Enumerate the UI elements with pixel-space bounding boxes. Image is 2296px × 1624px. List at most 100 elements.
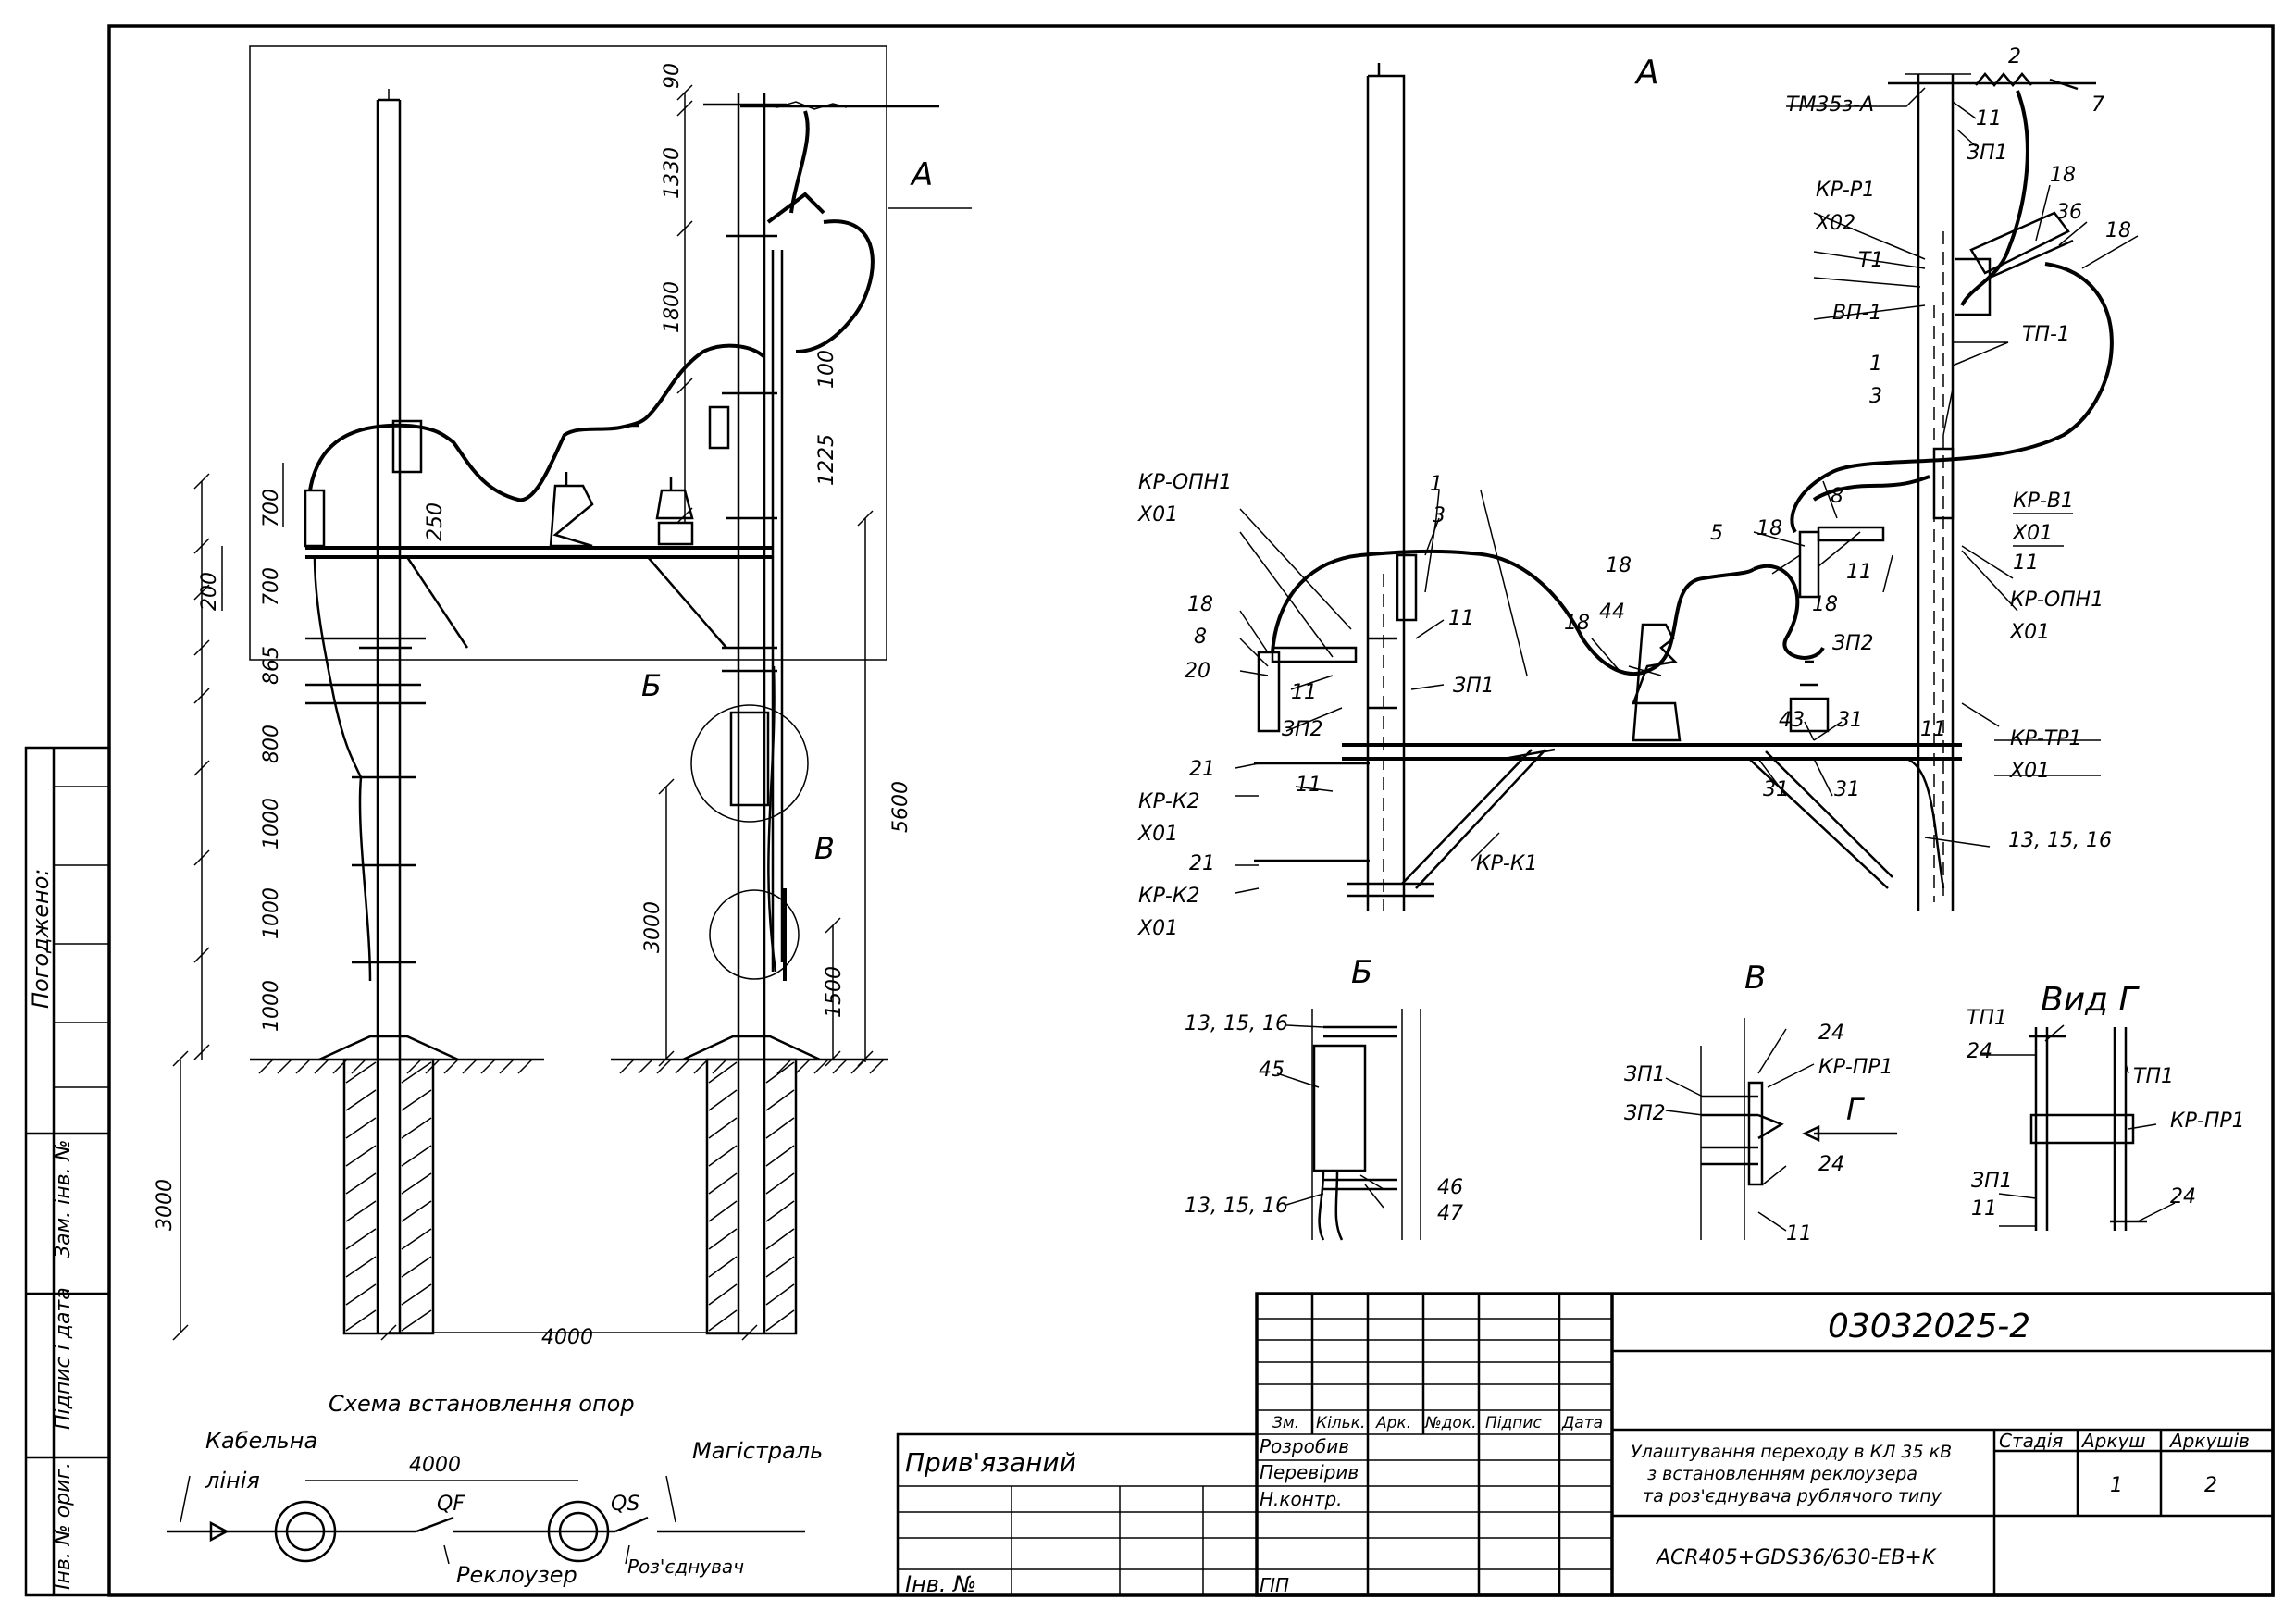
- dim-label: 3000: [154, 1179, 177, 1231]
- col-kilk: Кільк.: [1316, 1414, 1365, 1432]
- callout-11: 11: [1448, 607, 1474, 630]
- pereviryv: Перевірив: [1260, 1461, 1359, 1483]
- pidpys-data-label: Підпис і дата: [52, 1287, 75, 1430]
- callout-zp2: ЗП2: [1832, 632, 1874, 655]
- callout-x01: Х01: [2012, 522, 2053, 545]
- left-strip-labels: Погоджено: Зам. інв. № Підпис і дата Інв…: [28, 869, 75, 1590]
- callout-43: 43: [1779, 709, 1805, 732]
- vid-g-11: 11: [1971, 1197, 1997, 1221]
- dim-label: 4000: [541, 1326, 593, 1349]
- callout-2: 2: [2008, 45, 2021, 68]
- description-line-3: та роз'єднувача рублячого типу: [1643, 1486, 1942, 1506]
- title-block: 03032025-2 Зм. Кільк. Арк. №док. Підпис …: [896, 1292, 2275, 1597]
- equipment-code: ACR405+GDS36/630-EB+K: [1655, 1546, 1937, 1569]
- schema-mainline: Магістраль: [692, 1438, 823, 1464]
- callout-zp1: ЗП1: [1453, 675, 1495, 698]
- pogodzheno-label: Погоджено:: [28, 869, 54, 1009]
- vid-g-tp1a: ТП1: [1967, 1007, 2007, 1030]
- callout-11: 11: [2013, 552, 2039, 575]
- dim-label: 3000: [641, 901, 664, 953]
- dim-label: 1500: [823, 966, 846, 1018]
- detail-v-arrow-label: Г: [1846, 1092, 1865, 1127]
- callout-1: 1: [1869, 353, 1882, 376]
- detail-v-zp1: ЗП1: [1624, 1063, 1666, 1086]
- dim-label: 100: [815, 350, 838, 389]
- callout-3: 3: [1869, 385, 1882, 408]
- callout-21: 21: [1189, 852, 1215, 875]
- vid-g-title: Вид Г: [2041, 981, 2140, 1019]
- callout-11: 11: [1296, 774, 1322, 797]
- vid-g-zp1: ЗП1: [1971, 1170, 2013, 1193]
- schema-recloser: Реклоузер: [456, 1562, 577, 1588]
- callout-44: 44: [1599, 601, 1625, 624]
- detail-b-45: 45: [1259, 1059, 1285, 1082]
- detail-b-top-callout: 13, 15, 16: [1185, 1012, 1288, 1035]
- schema-distance: 4000: [409, 1454, 461, 1477]
- callout-kr-opn1: КР-ОПН1: [1138, 471, 1232, 494]
- dim-label: 5600: [889, 781, 912, 833]
- inv-no: Інв. №: [905, 1571, 976, 1597]
- callout-5: 5: [1710, 522, 1723, 545]
- detail-v-kr-pr1: КР-ПР1: [1818, 1056, 1893, 1079]
- callout-vp1: ВП-1: [1832, 302, 1882, 325]
- detail-b: Б 13, 15, 16 45 46 47 13, 15, 16: [1185, 954, 1463, 1241]
- callout-18: 18: [1564, 612, 1590, 635]
- arkushiv-label: Аркушів: [2168, 1430, 2250, 1452]
- arkush-label: Аркуш: [2080, 1430, 2146, 1452]
- schema-cable-bottom: лінія: [205, 1468, 260, 1494]
- callout-11: 11: [1976, 107, 2002, 130]
- view-v-marker: В: [814, 831, 835, 866]
- callout-x01: Х01: [1137, 823, 1178, 846]
- callout-8: 8: [1194, 626, 1207, 649]
- dim-label: 1000: [260, 980, 283, 1032]
- callout-18: 18: [1187, 593, 1213, 616]
- callout-18: 18: [2050, 164, 2076, 187]
- callout-18: 18: [1606, 554, 1632, 577]
- dim-label: 1225: [815, 434, 838, 486]
- detail-b-47: 47: [1437, 1202, 1463, 1225]
- dim-label: 200: [198, 572, 221, 611]
- left-elevation: [172, 45, 972, 1341]
- detail-v: В 24 КР-ПР1 ЗП1 ЗП2 Г 24 11: [1624, 960, 1897, 1246]
- view-b-marker: Б: [641, 668, 662, 703]
- dim-label: 1800: [661, 281, 684, 333]
- rozrobyv: Розробив: [1260, 1435, 1349, 1457]
- callout-x01: Х01: [2009, 760, 2050, 783]
- col-data: Дата: [1561, 1414, 1603, 1432]
- vid-g-24b: 24: [2170, 1185, 2196, 1209]
- dim-label: 700: [260, 489, 283, 527]
- callout-tm35: ТМ35з-А: [1786, 93, 1874, 117]
- view-a-marker: А: [910, 156, 933, 193]
- callout-kr-v1: КР-В1: [2013, 490, 2074, 513]
- arkush-value: 1: [2110, 1474, 2123, 1497]
- callout-x01: Х01: [2009, 621, 2050, 644]
- dim-label: 1000: [260, 887, 283, 939]
- callout-31: 31: [1834, 778, 1860, 801]
- description-line-1: Улаштування переходу в КЛ 35 кВ: [1631, 1442, 1952, 1462]
- zam-inv-label: Зам. інв. №: [52, 1140, 75, 1259]
- vid-g-24a: 24: [1967, 1040, 1992, 1063]
- left-dimension-labels: 90 1330 1800 100 1225 250 700 200 700 86…: [154, 63, 933, 1349]
- callout-8: 8: [1831, 485, 1843, 508]
- callout-kr-r1: КР-Р1: [1816, 179, 1875, 202]
- schema-cable-top: Кабельна: [205, 1428, 317, 1454]
- pryviazanyi: Прив'язаний: [905, 1447, 1076, 1478]
- callout-31: 31: [1763, 778, 1789, 801]
- callout-31: 31: [1837, 709, 1863, 732]
- callout-1: 1: [1430, 473, 1443, 496]
- callout-kr-opn1: КР-ОПН1: [2010, 589, 2104, 612]
- doc-number: 03032025-2: [1828, 1308, 2030, 1345]
- callout-kr-k2: КР-К2: [1138, 885, 1199, 908]
- schema-qs: QS: [611, 1493, 639, 1516]
- detail-v-24a: 24: [1818, 1022, 1844, 1045]
- col-ndok: №док.: [1424, 1414, 1477, 1432]
- detail-v-24b: 24: [1818, 1153, 1844, 1176]
- callout-3: 3: [1433, 504, 1446, 527]
- dim-label: 90: [661, 63, 684, 89]
- callout-kr-k1: КР-К1: [1476, 852, 1537, 875]
- callout-kr-tr1: КР-ТР1: [2010, 727, 2082, 750]
- callout-20: 20: [1185, 660, 1210, 683]
- detail-v-zp2: ЗП2: [1624, 1102, 1666, 1125]
- detail-b-bottom-callout: 13, 15, 16: [1185, 1195, 1288, 1218]
